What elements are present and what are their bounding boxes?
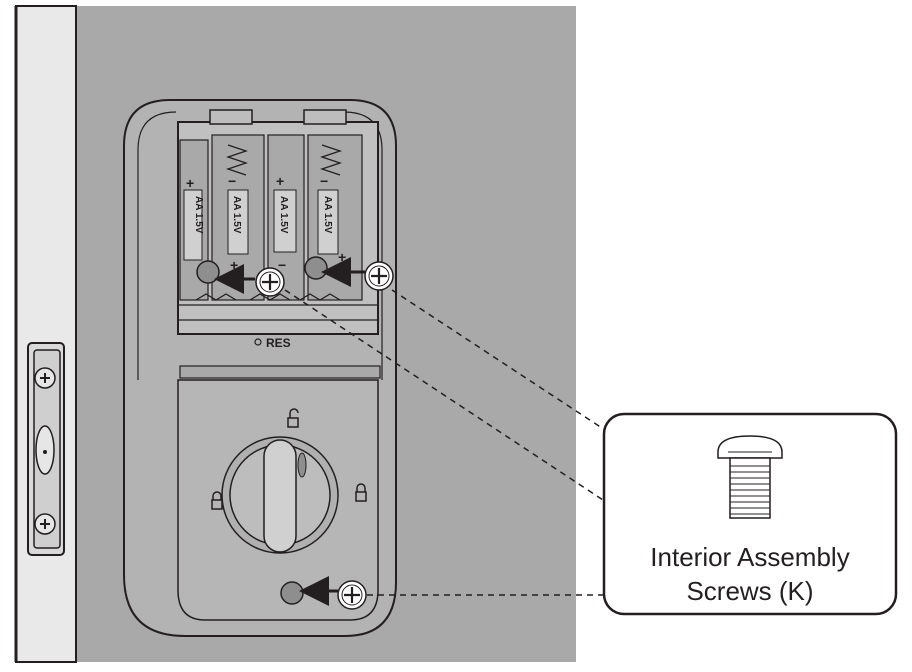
reset-label: RES bbox=[266, 336, 291, 350]
latch-plate bbox=[27, 342, 65, 556]
plate-screw-top-icon bbox=[34, 367, 56, 389]
unlocked-icon bbox=[287, 408, 299, 428]
battery-4-rating: AA 1.5V bbox=[322, 196, 333, 234]
screw-right-icon bbox=[364, 261, 394, 291]
battery-3-minus: − bbox=[278, 257, 286, 273]
battery-2-rating: AA 1.5V bbox=[231, 196, 242, 234]
locked-icon-right bbox=[355, 483, 367, 502]
reset-button: RES bbox=[254, 336, 291, 350]
battery-1-plus: + bbox=[186, 175, 194, 191]
callout-box: Interior Assembly Screws (K) bbox=[602, 412, 898, 616]
battery-2-plus: + bbox=[230, 257, 238, 273]
battery-1-rating: AA 1.5V bbox=[193, 196, 204, 234]
door-edge bbox=[15, 5, 77, 663]
battery-3-rating: AA 1.5V bbox=[278, 196, 289, 234]
callout-leaders bbox=[284, 289, 606, 596]
battery-4-plus: + bbox=[338, 249, 346, 265]
screw-hole-bottom bbox=[280, 581, 304, 605]
screw-profile-icon bbox=[717, 435, 783, 519]
screw-hole-left bbox=[196, 260, 220, 284]
battery-3-plus: + bbox=[276, 173, 284, 189]
locked-icon-left bbox=[211, 491, 223, 510]
plate-screw-bottom-icon bbox=[34, 513, 56, 535]
screw-hole-right bbox=[304, 256, 328, 280]
screw-left-icon bbox=[255, 267, 285, 297]
callout-title-line2: Screws (K) bbox=[686, 576, 813, 606]
screw-bottom-icon bbox=[337, 580, 367, 610]
battery-springs bbox=[195, 293, 341, 301]
battery-4-minus: − bbox=[320, 173, 328, 189]
thumb-turn-icon bbox=[221, 436, 339, 554]
callout-title-line1: Interior Assembly bbox=[650, 542, 849, 572]
battery-2-minus: − bbox=[228, 173, 236, 189]
battery-slot-2: AA 1.5V − + bbox=[211, 134, 265, 301]
